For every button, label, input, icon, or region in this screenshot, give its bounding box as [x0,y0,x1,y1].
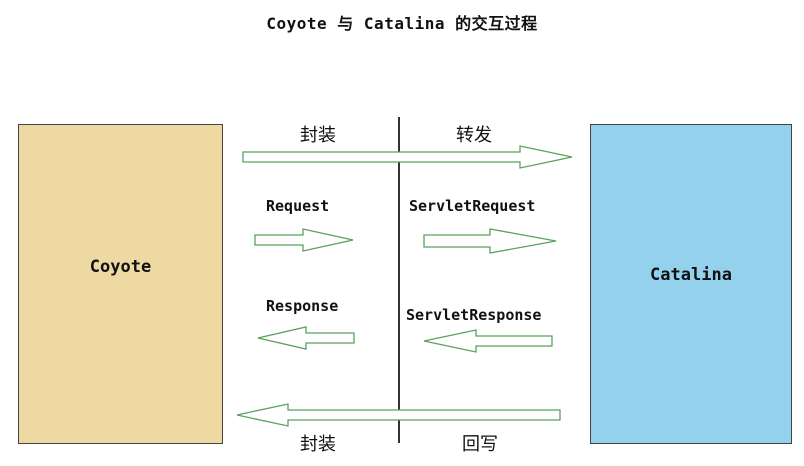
label-encapsulate-bottom: 封装 [300,434,336,455]
label-write-back: 回写 [462,434,498,455]
response-arrow [257,326,355,350]
label-forward: 转发 [456,125,492,146]
backward-long-arrow [236,403,561,427]
catalina-label: Catalina [650,265,732,285]
servlet-response-arrow [423,329,553,353]
center-divider-line [398,117,400,443]
label-servlet-response: ServletResponse [406,306,542,324]
label-encapsulate-top: 封装 [300,125,336,146]
label-request: Request [266,197,330,215]
label-response: Response [266,297,339,315]
diagram-title: Coyote 与 Catalina 的交互过程 [266,14,538,33]
coyote-label: Coyote [89,256,152,277]
request-arrow [254,228,354,252]
servlet-request-arrow [423,228,557,254]
forward-long-arrow [242,145,573,169]
coyote-box: Coyote [18,124,223,444]
catalina-box: Catalina [590,124,792,444]
label-servlet-request: ServletRequest [409,197,536,215]
